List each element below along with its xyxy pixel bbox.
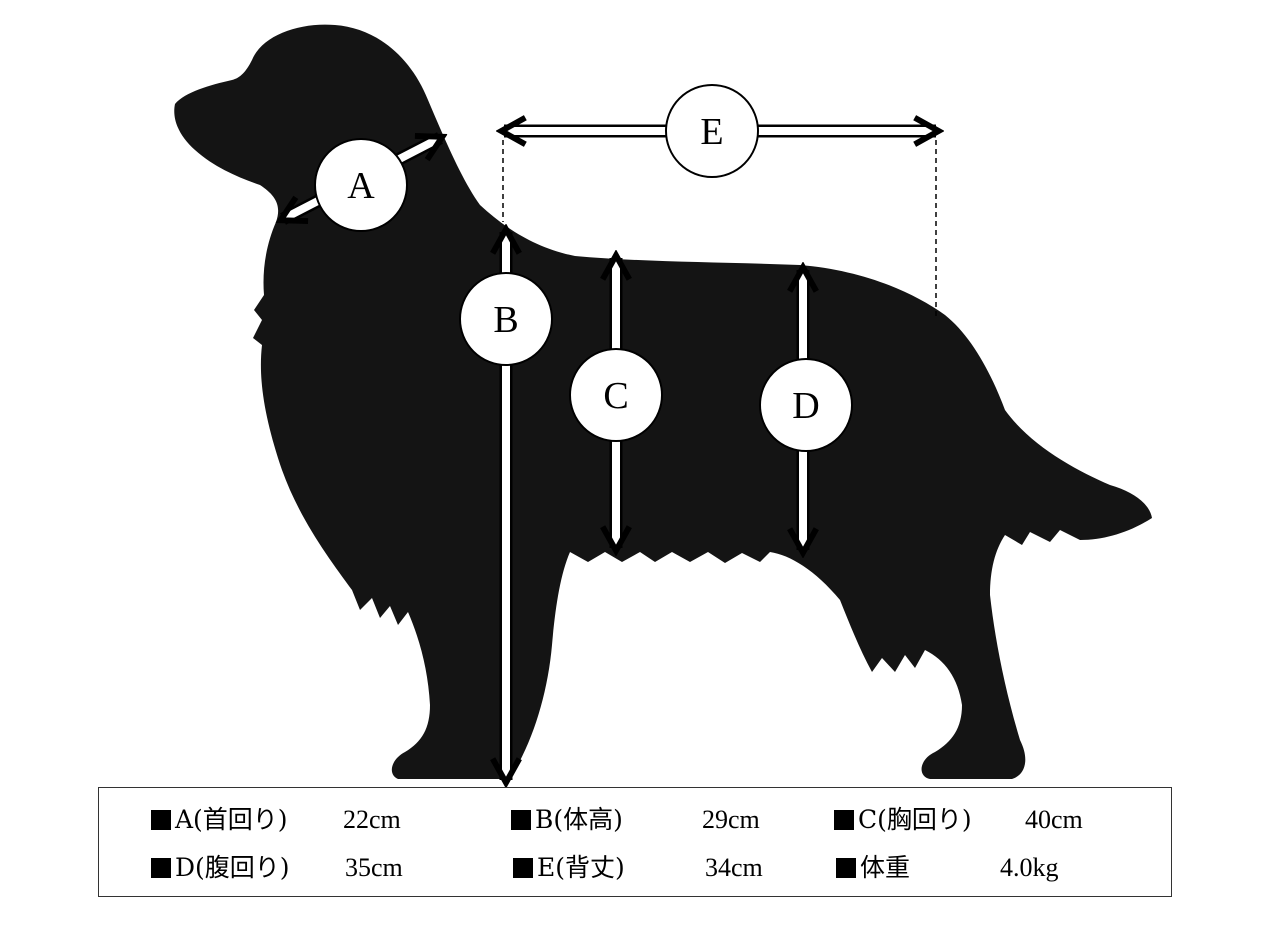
dog-silhouette (174, 24, 1152, 779)
marker-c: C (569, 348, 663, 442)
marker-d-label: D (792, 385, 819, 427)
marker-b-label: B (493, 299, 518, 341)
spec-value-a: 22cm (343, 805, 401, 834)
square-bullet-icon (513, 858, 533, 878)
spec-value-weight: 4.0kg (1000, 853, 1059, 882)
spec-value-e: 34cm (705, 853, 763, 882)
square-bullet-icon (836, 858, 856, 878)
marker-d: D (759, 358, 853, 452)
spec-label-b: B(体高) (511, 805, 623, 835)
spec-label-d: D(腹回り) (151, 853, 290, 883)
spec-value-c: 40cm (1025, 805, 1083, 834)
spec-label-e: E(背丈) (513, 853, 625, 883)
square-bullet-icon (511, 810, 531, 830)
spec-label-c: C(胸回り) (834, 805, 972, 835)
square-bullet-icon (834, 810, 854, 830)
spec-label-weight: 体重 (836, 853, 910, 883)
marker-a-label: A (347, 165, 375, 207)
measurement-table: A(首回り) 22cm B(体高) 29cm C(胸回り) 40cm D(腹回り… (98, 787, 1172, 897)
square-bullet-icon (151, 858, 171, 878)
marker-e: E (665, 84, 759, 178)
marker-a: A (314, 138, 408, 232)
marker-e-label: E (700, 111, 723, 153)
marker-c-label: C (603, 375, 628, 417)
spec-value-d: 35cm (345, 853, 403, 882)
marker-b: B (459, 272, 553, 366)
spec-value-b: 29cm (702, 805, 760, 834)
spec-label-a: A(首回り) (151, 805, 288, 835)
square-bullet-icon (151, 810, 171, 830)
